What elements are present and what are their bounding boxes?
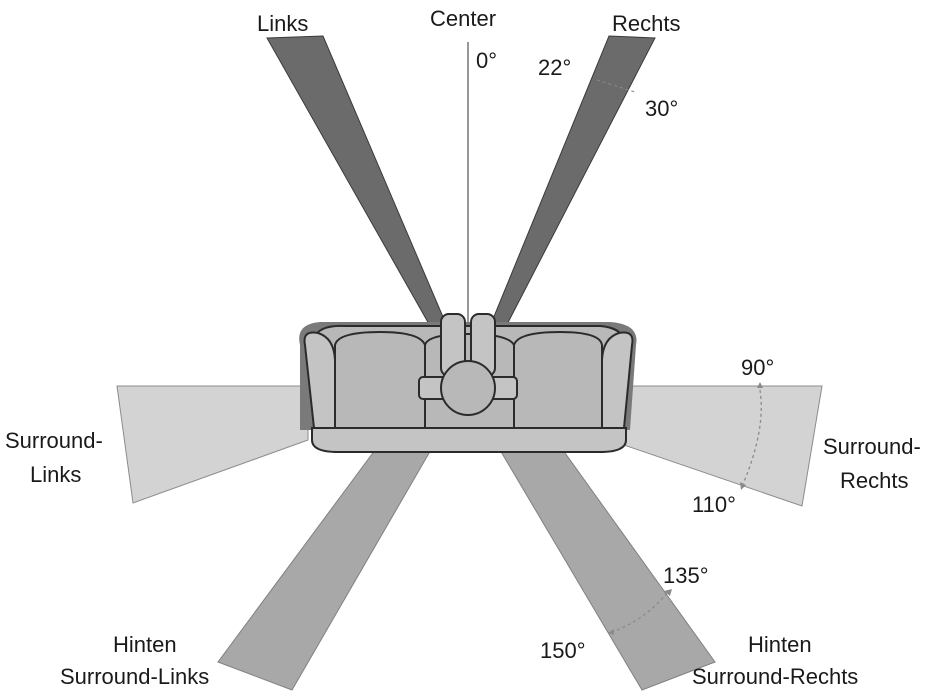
arc-arrowhead-150 [608,629,614,635]
label-hinten-rechts-line1: Hinten [748,632,812,657]
angle-110: 110° [692,492,736,517]
angle-135: 135° [663,563,709,588]
angle-0: 0° [476,48,497,73]
sofa-seat-front [311,427,627,453]
label-surround-links-line2: Links [30,462,81,487]
angle-150: 150° [540,638,586,663]
angle-arc-135-150 [611,592,668,633]
label-center: Center [430,6,496,31]
angle-90: 90° [741,355,774,380]
label-rechts: Rechts [612,11,680,36]
label-surround-links-line1: Surround- [5,428,103,453]
label-hinten-links-line2: Surround-Links [60,664,209,689]
surround-right-beam [623,385,823,507]
label-surround-rechts-line1: Surround- [823,434,921,459]
label-links: Links [257,11,308,36]
angle-arc-90-110 [742,389,762,485]
label-surround-rechts-line2: Rechts [840,468,908,493]
arc-arrowhead-90 [757,382,763,388]
rear-surround-left-beam [217,445,433,691]
front-right-speaker-beam [485,35,656,339]
surround-left-beam [116,385,309,504]
label-hinten-rechts-line2: Surround-Rechts [692,664,858,689]
sofa-left-cushion [334,330,426,429]
label-hinten-links-line1: Hinten [113,632,177,657]
angle-30: 30° [645,96,678,121]
arc-arrowhead-135 [664,589,672,596]
sofa-right-cushion [513,330,603,429]
arc-arrowhead-110 [740,482,746,490]
angle-22: 22° [538,55,571,80]
front-left-speaker-beam [266,35,453,341]
angle-tick-22-30 [596,79,636,93]
person-head [440,360,496,416]
